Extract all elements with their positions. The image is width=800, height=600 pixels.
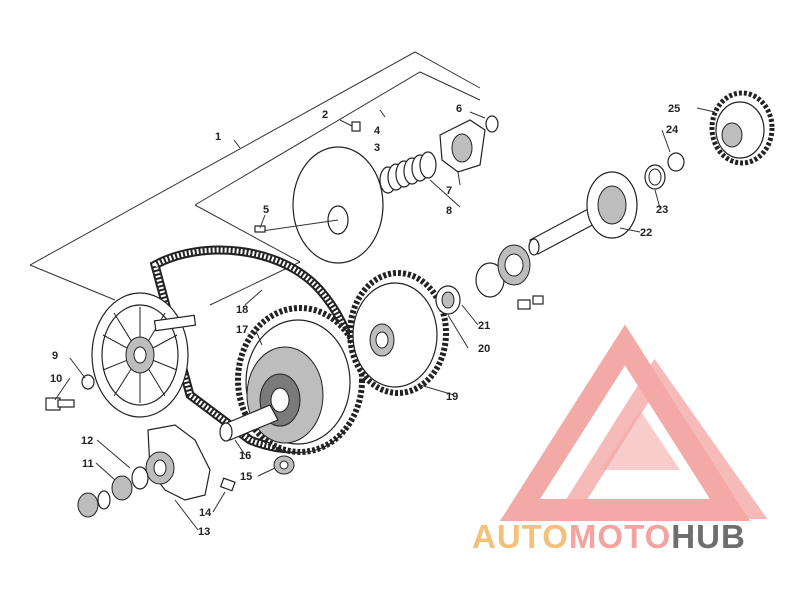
callout-7: 7 xyxy=(446,185,452,197)
callout-16: 16 xyxy=(239,450,251,462)
callout-15: 15 xyxy=(240,471,252,483)
spider xyxy=(145,424,211,501)
watermark-word-hub: HUB xyxy=(671,518,746,555)
spring xyxy=(379,151,437,194)
callout-19: 19 xyxy=(446,391,458,403)
callout-9: 9 xyxy=(52,350,58,362)
cam xyxy=(351,115,499,173)
output-shaft xyxy=(528,171,638,256)
callout-11: 11 xyxy=(82,458,94,470)
callout-17: 17 xyxy=(236,324,248,336)
one-way-clutch xyxy=(709,90,775,166)
callout-20: 20 xyxy=(478,343,490,355)
callout-25: 25 xyxy=(668,103,680,115)
svg-text:AUTOMOTOHUB: AUTOMOTOHUB xyxy=(472,518,746,555)
callout-10: 10 xyxy=(50,373,62,385)
callout-2: 2 xyxy=(322,109,328,121)
callout-14: 14 xyxy=(199,507,212,519)
ring-nut xyxy=(644,152,685,190)
leader-lines xyxy=(54,107,716,531)
bearing-seal xyxy=(435,244,544,315)
driven-sheave xyxy=(347,270,449,396)
drive-clutch-sheave xyxy=(91,292,197,418)
driven-fixed-sheave xyxy=(254,146,384,264)
callout-21: 21 xyxy=(478,320,490,332)
callout-18: 18 xyxy=(236,304,248,316)
bolt-washer xyxy=(45,374,95,411)
callout-6: 6 xyxy=(456,103,462,115)
callout-23: 23 xyxy=(656,204,668,216)
callout-8: 8 xyxy=(446,205,452,217)
watermark-logo xyxy=(499,324,768,521)
small-parts xyxy=(77,455,295,518)
callout-5: 5 xyxy=(263,204,269,216)
bracket-lines xyxy=(29,51,481,306)
watermark-word-auto: AUTO xyxy=(472,518,569,555)
callout-13: 13 xyxy=(198,526,210,538)
shaft xyxy=(219,404,279,442)
callout-3: 3 xyxy=(374,142,380,154)
callout-24: 24 xyxy=(666,124,679,136)
callout-4: 4 xyxy=(374,125,381,137)
callout-22: 22 xyxy=(640,227,652,239)
callout-1: 1 xyxy=(215,131,221,143)
moveable-sheave xyxy=(235,305,365,455)
callout-12: 12 xyxy=(81,435,93,447)
callout-labels: 1 2 3 4 5 6 7 8 9 10 11 12 13 14 15 16 1… xyxy=(50,103,680,538)
watermark-word-moto: MOTO xyxy=(569,518,671,555)
watermark-wordmark: AUTOMOTOHUB xyxy=(472,518,746,555)
